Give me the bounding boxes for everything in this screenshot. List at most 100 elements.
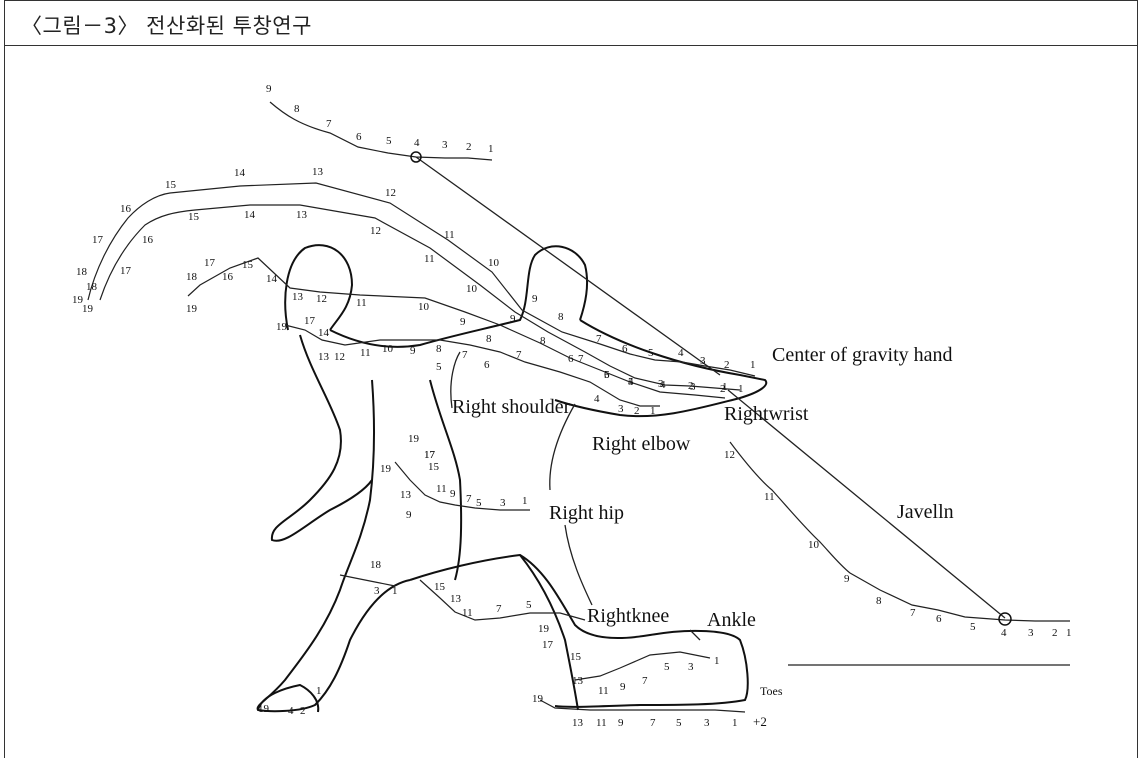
frame-number: 15: [434, 581, 446, 593]
frame-number: 6: [936, 613, 942, 625]
label-toes-extra: +2: [753, 714, 767, 729]
frame-number: 16: [222, 271, 234, 283]
frame-number: 2: [466, 141, 472, 153]
javelin-top-trail: [270, 102, 492, 160]
frame-number: 19: [186, 303, 198, 315]
frame-number: 15: [428, 461, 440, 473]
frame-number: 3: [704, 717, 710, 729]
frame-number: 13: [572, 675, 584, 687]
frame-number: 9: [406, 509, 412, 521]
frame-number: 13: [292, 291, 304, 303]
frame-number: 4: [678, 347, 684, 359]
frame-number: 1: [714, 655, 720, 667]
frame-number: 2: [1052, 627, 1058, 639]
frame-number: 11: [462, 607, 473, 619]
frame-number: 11: [424, 253, 435, 265]
frame-number: 9: [510, 313, 516, 325]
frame-number: 1: [316, 685, 322, 697]
frame-number: 16: [142, 234, 154, 246]
frame-number: 3: [658, 378, 664, 390]
frame-number: 17: [204, 257, 216, 269]
frame-number: 5: [436, 361, 442, 373]
frame-number: 15: [188, 211, 200, 223]
frame-number: 2: [300, 705, 306, 717]
frame-number: 14: [266, 273, 278, 285]
frame-number: 7: [650, 717, 656, 729]
frame-number: 8: [876, 595, 882, 607]
frame-number: 10: [418, 301, 430, 313]
frame-number: 8: [436, 343, 442, 355]
javelin-grip-marker-bottom: [999, 613, 1011, 625]
frame-number: 9: [450, 488, 456, 500]
frame-number: 13: [318, 351, 330, 363]
frame-number: 1: [722, 381, 728, 393]
frame-number: 10: [488, 257, 500, 269]
frame-number: 2: [634, 405, 640, 417]
frame-number: 1: [488, 143, 494, 155]
frame-number: 3: [442, 139, 448, 151]
frame-number: 19: [82, 303, 94, 315]
frame-number: 19: [538, 623, 550, 635]
frame-number: 9: [266, 83, 272, 95]
frame-number: 5: [676, 717, 682, 729]
frame-number: 7: [578, 353, 584, 365]
leading-shin: [520, 555, 578, 710]
label-right-elbow: Right elbow: [592, 433, 691, 455]
knee-track: [340, 575, 395, 586]
frame-number: 17: [542, 639, 554, 651]
label-right-hip: Right hip: [549, 502, 624, 524]
frame-number: 4: [1001, 627, 1007, 639]
frame-number: 8: [558, 311, 564, 323]
frame-number: 3: [700, 355, 706, 367]
frame-number: 19: [408, 433, 420, 445]
frame-number: 13: [572, 717, 584, 729]
frame-number: 15: [570, 651, 582, 663]
frame-number: 11: [436, 483, 447, 495]
frame-number: 12: [385, 187, 396, 199]
frame-number: 11: [360, 347, 371, 359]
frame-number: 18: [76, 266, 88, 278]
frame-number: 7: [496, 603, 502, 615]
frame-number: 12: [316, 293, 327, 305]
frame-number: 7: [596, 333, 602, 345]
frame-number: 1: [392, 585, 398, 597]
back-outline: [272, 335, 372, 541]
frame-number: 14: [234, 167, 246, 179]
frame-number: 4: [594, 393, 600, 405]
frame-number: 3: [618, 403, 624, 415]
frame-numbers: 9 8 7 6 5 4 3 2 1 19 18 17 16 15 14 13 1…: [72, 83, 1072, 729]
frame-number: 9: [844, 573, 850, 585]
frame-number: 19: [532, 693, 544, 705]
frame-number: 4: [288, 705, 294, 717]
label-javelin: Javelln: [897, 501, 954, 523]
frame-number: 7: [462, 349, 468, 361]
frame-number: 13: [296, 209, 308, 221]
frame-number: 1: [732, 717, 738, 729]
frame-number: 5: [386, 135, 392, 147]
frame-number: 3: [1028, 627, 1034, 639]
label-right-knee: Rightknee: [587, 605, 669, 627]
frame-number: 12: [370, 225, 381, 237]
frame-number: 3: [374, 585, 380, 597]
frame-number: 7: [466, 493, 472, 505]
frame-number: 10: [382, 343, 394, 355]
frame-number: 6: [484, 359, 490, 371]
frame-number: 7: [910, 607, 916, 619]
frame-number: 3: [688, 661, 694, 673]
frame-number: 1: [750, 359, 756, 371]
frame-number: 11: [356, 297, 367, 309]
label-ankle: Ankle: [707, 609, 756, 631]
frame-number: 5: [604, 369, 610, 381]
frame-number: 11: [596, 717, 607, 729]
label-right-wrist: Rightwrist: [724, 403, 809, 425]
frame-number: 13: [450, 593, 462, 605]
frame-number: 5: [970, 621, 976, 633]
frame-number: 8: [540, 335, 546, 347]
frame-number: 18: [86, 281, 98, 293]
frame-number: 12: [334, 351, 345, 363]
frame-number: 11: [764, 491, 775, 503]
frame-number: 12: [724, 449, 735, 461]
frame-number: 7: [642, 675, 648, 687]
label-center-of-gravity-hand: Center of gravity hand: [772, 344, 953, 366]
